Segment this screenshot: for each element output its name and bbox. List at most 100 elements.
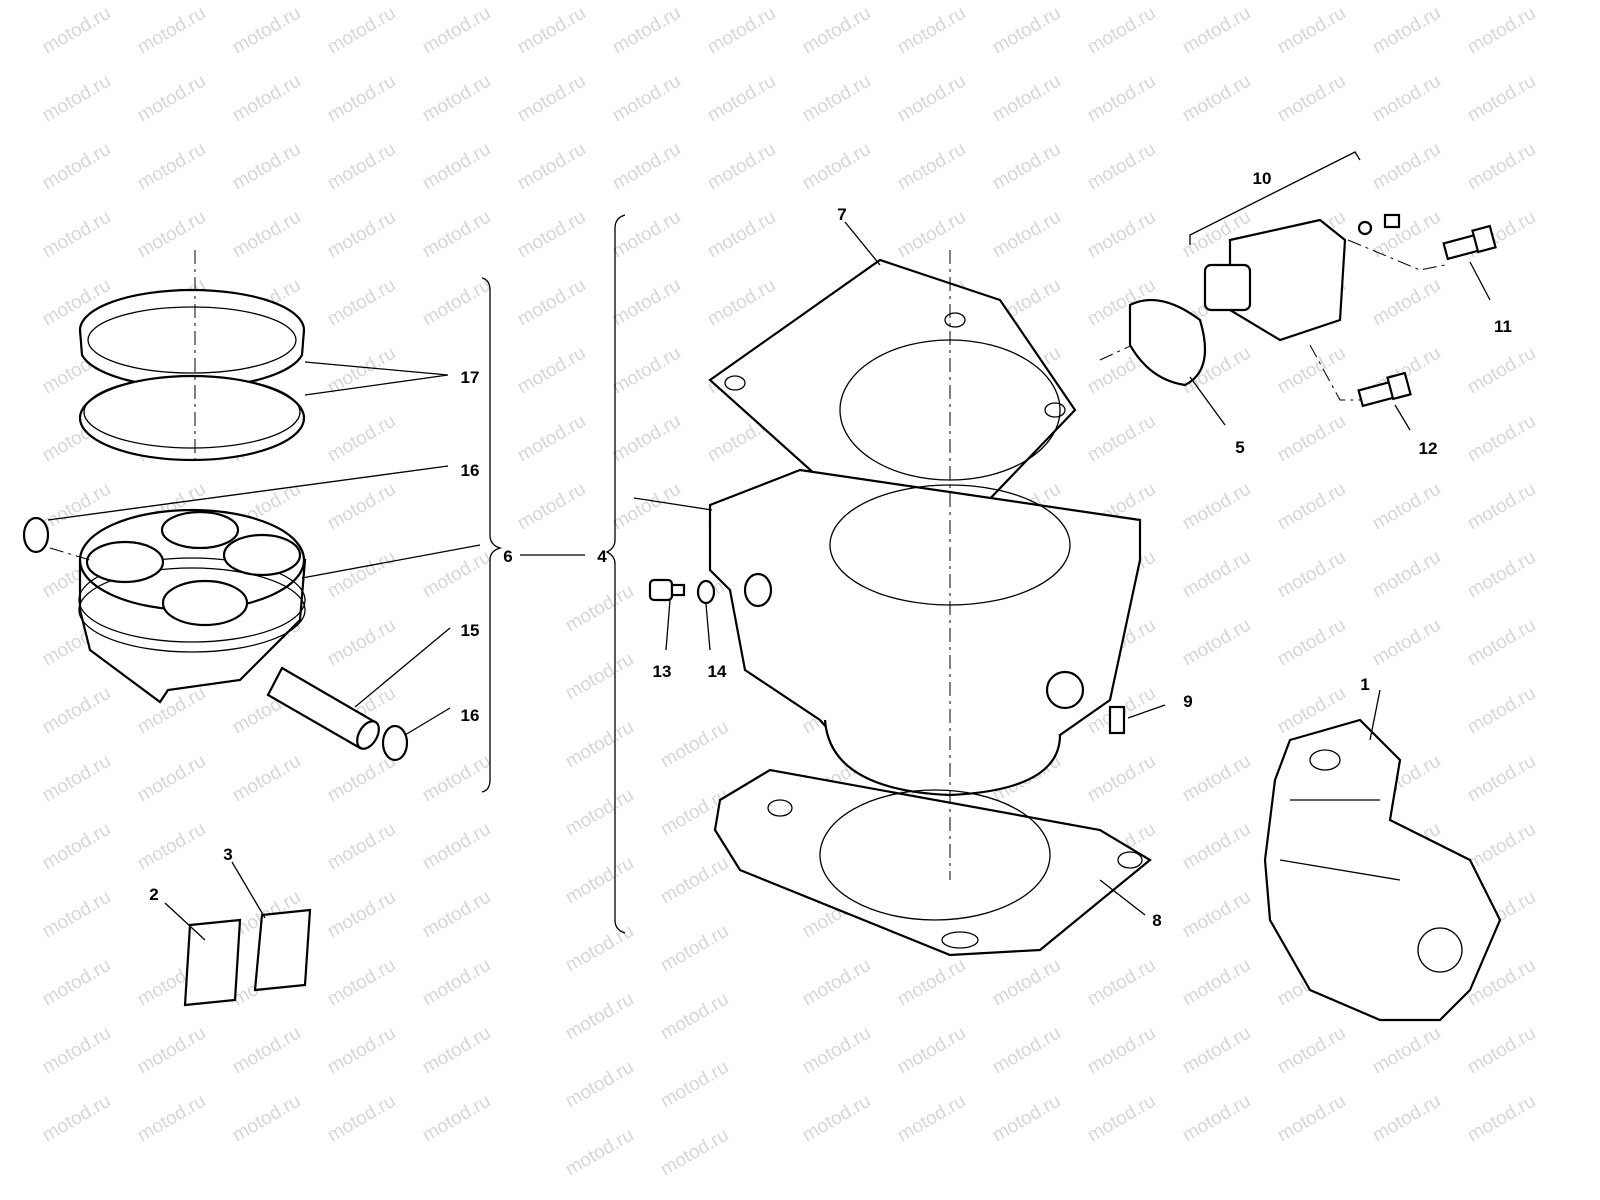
watermark-text: motod.ru: [229, 71, 304, 127]
packet-2: [183, 918, 242, 1007]
watermark-text: motod.ru: [39, 1023, 114, 1079]
watermark-text: motod.ru: [989, 139, 1064, 195]
watermark-text: motod.ru: [1369, 275, 1444, 331]
watermark-text: motod.ru: [1464, 751, 1539, 807]
watermark-text: motod.ru: [1179, 3, 1254, 59]
watermark-text: motod.ru: [514, 207, 589, 263]
watermark-text: motod.ru: [894, 139, 969, 195]
watermark-text: motod.ru: [562, 1057, 637, 1113]
callout-6: 6: [503, 547, 512, 566]
watermark-text: motod.ru: [1084, 139, 1159, 195]
watermark-text: motod.ru: [229, 3, 304, 59]
engine-thumbnail: [1263, 718, 1502, 1022]
watermark-text: motod.ru: [324, 751, 399, 807]
watermark-text: motod.ru: [894, 71, 969, 127]
watermark-text: motod.ru: [1464, 1023, 1539, 1079]
watermark-text: motod.ru: [799, 1091, 874, 1147]
watermark-text: motod.ru: [1369, 1023, 1444, 1079]
callout-16-upper: 16: [461, 461, 480, 480]
watermark-text: motod.ru: [1179, 751, 1254, 807]
watermark-text: motod.ru: [39, 955, 114, 1011]
watermark-text: motod.ru: [1084, 207, 1159, 263]
watermark-text: motod.ru: [134, 1023, 209, 1079]
watermark-text: motod.ru: [1464, 479, 1539, 535]
watermark-text: motod.ru: [1179, 615, 1254, 671]
watermark-text: motod.ru: [1464, 139, 1539, 195]
callout-8: 8: [1152, 911, 1161, 930]
watermark-text: motod.ru: [1369, 479, 1444, 535]
watermark-text: motod.ru: [1369, 3, 1444, 59]
watermark-text: motod.ru: [134, 819, 209, 875]
watermark-text: motod.ru: [657, 1125, 732, 1181]
bracket-10: [1189, 151, 1361, 245]
watermark-text: motod.ru: [1274, 479, 1349, 535]
watermark-text: motod.ru: [419, 139, 494, 195]
watermark-text: motod.ru: [324, 887, 399, 943]
watermark-text: motod.ru: [419, 1023, 494, 1079]
watermark-text: motod.ru: [657, 853, 732, 909]
watermark-text: motod.ru: [562, 581, 637, 637]
leader-lines: [47, 221, 1491, 941]
watermark-text: motod.ru: [1464, 1091, 1539, 1147]
watermark-text: motod.ru: [894, 207, 969, 263]
watermark-text: motod.ru: [419, 887, 494, 943]
watermark-text: motod.ru: [1274, 343, 1349, 399]
piston-rings: [78, 288, 306, 462]
watermark-text: motod.ru: [1464, 683, 1539, 739]
watermark-text: motod.ru: [324, 207, 399, 263]
watermark-text: motod.ru: [1274, 547, 1349, 603]
watermark-text: motod.ru: [1274, 3, 1349, 59]
watermark-text: motod.ru: [609, 411, 684, 467]
watermark-text: motod.ru: [657, 921, 732, 977]
callout-3: 3: [223, 845, 232, 864]
watermark-text: motod.ru: [989, 207, 1064, 263]
packet-3: [253, 908, 312, 992]
watermark-text: motod.ru: [562, 1125, 637, 1181]
callout-11: 11: [1494, 317, 1512, 336]
sealing-washer: [696, 579, 716, 605]
bolt-12: [1357, 371, 1412, 408]
watermark-text: motod.ru: [134, 1091, 209, 1147]
watermark-text: motod.ru: [134, 3, 209, 59]
watermark-text: motod.ru: [562, 649, 637, 705]
watermark-text: motod.ru: [39, 887, 114, 943]
watermark-text: motod.ru: [1369, 1091, 1444, 1147]
callout-16-lower: 16: [461, 706, 480, 725]
watermark-text: motod.ru: [419, 751, 494, 807]
watermark-text: motod.ru: [894, 1023, 969, 1079]
cylinder: [708, 468, 1142, 797]
callout-7: 7: [837, 205, 846, 224]
watermark-text: motod.ru: [799, 3, 874, 59]
watermark-text: motod.ru: [562, 989, 637, 1045]
watermark-text: motod.ru: [989, 955, 1064, 1011]
watermark-text: motod.ru: [419, 547, 494, 603]
watermark-text: motod.ru: [39, 819, 114, 875]
watermark-text: motod.ru: [514, 411, 589, 467]
watermark-text: motod.ru: [1369, 547, 1444, 603]
watermark-text: motod.ru: [704, 3, 779, 59]
watermark-text: motod.ru: [1274, 1091, 1349, 1147]
watermark-text: motod.ru: [1179, 1091, 1254, 1147]
watermark-text: motod.ru: [514, 139, 589, 195]
watermark-text: motod.ru: [39, 139, 114, 195]
watermark-text: motod.ru: [657, 1057, 732, 1113]
watermark-text: motod.ru: [562, 717, 637, 773]
watermark-text: motod.ru: [562, 785, 637, 841]
watermark-text: motod.ru: [1084, 1023, 1159, 1079]
base-gasket: [713, 768, 1152, 957]
watermark-text: motod.ru: [1274, 1023, 1349, 1079]
watermark-text: motod.ru: [39, 71, 114, 127]
watermark-text: motod.ru: [419, 71, 494, 127]
watermark-text: motod.ru: [894, 1091, 969, 1147]
watermark-text: motod.ru: [1179, 71, 1254, 127]
watermark-text: motod.ru: [1369, 71, 1444, 127]
watermark-text: motod.ru: [1179, 547, 1254, 603]
watermark-text: motod.ru: [324, 139, 399, 195]
watermark-text: motod.ru: [134, 207, 209, 263]
watermark-text: motod.ru: [989, 1023, 1064, 1079]
watermark-text: motod.ru: [704, 275, 779, 331]
watermark-text: motod.ru: [39, 479, 114, 535]
watermark-text: motod.ru: [1084, 751, 1159, 807]
watermark-text: motod.ru: [1179, 1023, 1254, 1079]
watermark-text: motod.ru: [39, 3, 114, 59]
